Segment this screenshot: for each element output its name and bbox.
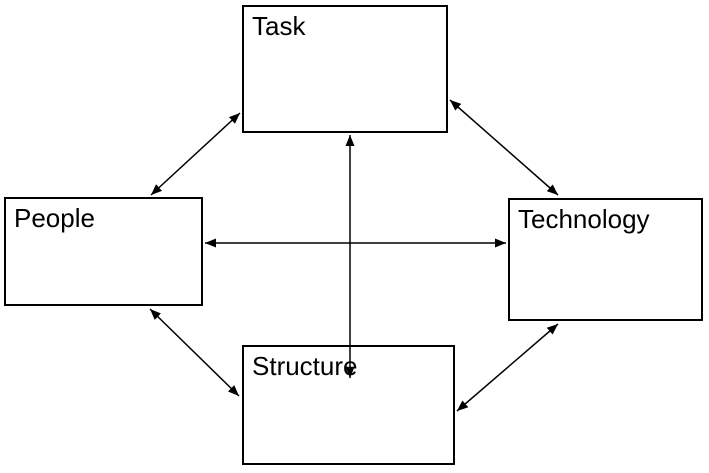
node-people: People <box>4 197 203 306</box>
arrow-structure-technology <box>456 323 559 412</box>
arrow-task-people <box>150 112 241 196</box>
node-technology: Technology <box>508 198 703 321</box>
node-technology-label: Technology <box>518 204 650 234</box>
node-task: Task <box>242 5 448 133</box>
node-structure-label: Structure <box>252 351 358 381</box>
node-structure: Structure <box>242 345 455 465</box>
arrow-task-technology <box>449 99 559 196</box>
node-people-label: People <box>14 203 95 233</box>
arrow-people-structure <box>149 308 240 397</box>
node-task-label: Task <box>252 11 306 41</box>
